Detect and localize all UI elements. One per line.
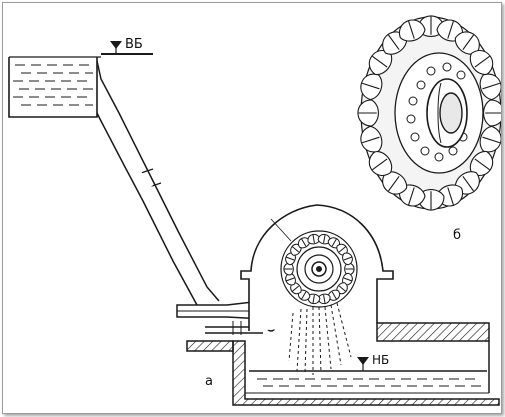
bucket <box>469 150 494 176</box>
upper-reservoir <box>8 56 101 118</box>
upper-level-marker: ВБ <box>101 37 153 55</box>
bucket <box>360 73 383 101</box>
tailrace-structure <box>186 322 500 406</box>
bucket <box>283 262 294 276</box>
bucket <box>317 233 331 245</box>
bucket <box>285 252 296 266</box>
lower-water <box>249 370 487 387</box>
bucket <box>342 272 353 286</box>
lower-level-marker: НБ <box>357 353 389 371</box>
down-triangle-icon <box>357 357 369 365</box>
figure-a-label: а <box>205 374 213 389</box>
figure-frame: ВБ <box>2 2 502 414</box>
figure-b-label: б <box>453 228 461 243</box>
pelton-wheel-detail <box>357 15 501 211</box>
penstock-pipe <box>96 60 220 306</box>
runner-wheel <box>270 218 358 308</box>
lower-level-label: НБ <box>372 353 389 367</box>
bucket <box>344 262 355 276</box>
bucket <box>469 50 494 76</box>
water-spray <box>288 302 352 375</box>
down-triangle-icon <box>110 41 122 49</box>
bucket <box>342 252 353 266</box>
bucket <box>357 99 379 127</box>
pelton-turbine-diagram: ВБ <box>8 15 501 406</box>
bucket <box>398 19 426 42</box>
bucket <box>483 99 501 127</box>
upper-level-label: ВБ <box>125 37 143 52</box>
